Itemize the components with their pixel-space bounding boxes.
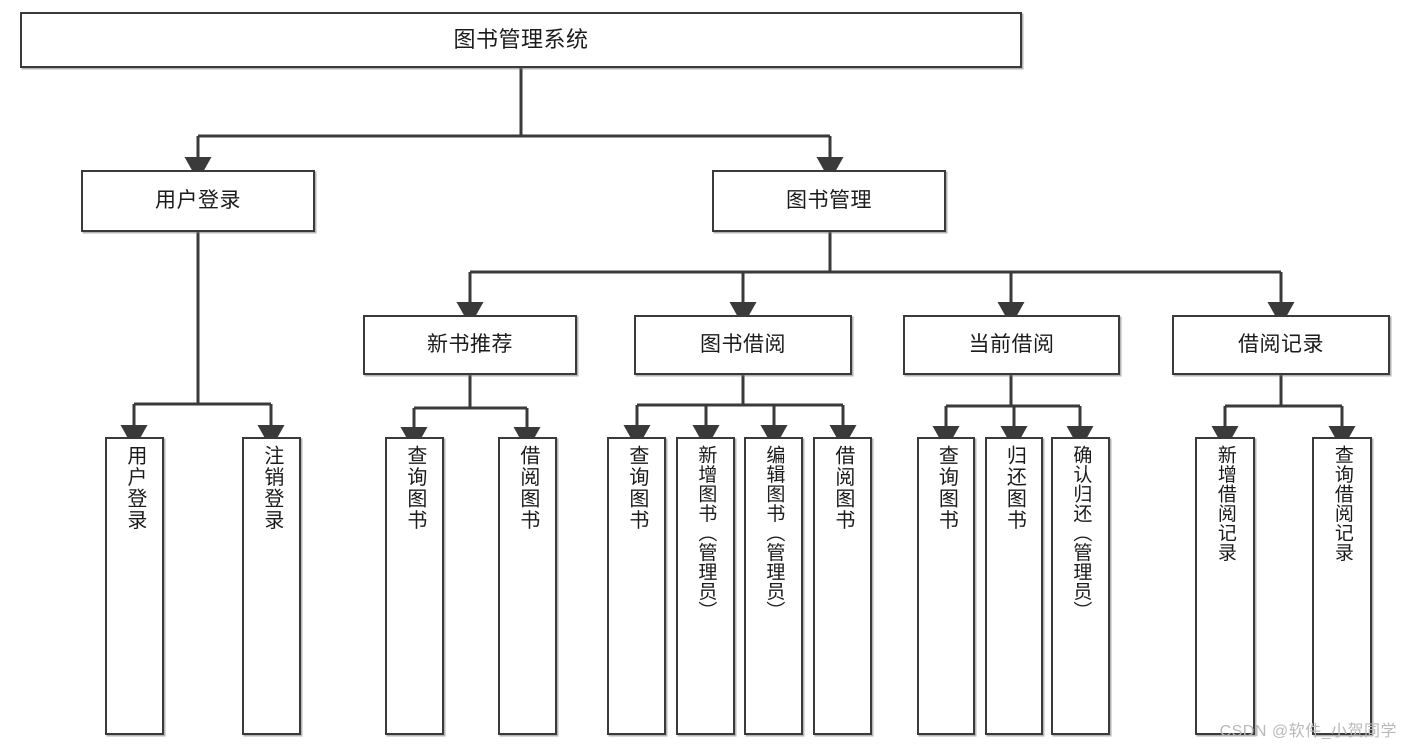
connector-group-new-book-rec bbox=[400, 375, 541, 451]
connector-group-root bbox=[184, 68, 844, 181]
node-current-borrowing-label: 当前借阅 bbox=[968, 333, 1055, 357]
leaf-user-logout[interactable]: 注销登录 bbox=[242, 437, 301, 735]
node-book-borrowing-label: 图书借阅 bbox=[700, 333, 786, 357]
node-current-borrowing[interactable]: 当前借阅 bbox=[903, 315, 1120, 375]
leaf-return-book[interactable]: 归还图书 bbox=[985, 437, 1043, 735]
leaf-query-borrow-record[interactable]: 查询借阅记录 bbox=[1312, 437, 1372, 735]
connector-group-borrow-record bbox=[1211, 375, 1356, 450]
csdn-watermark: CSDN @软件_小贺同学 bbox=[1219, 723, 1397, 740]
leaf-borrow-book-recommendation[interactable]: 借阅图书 bbox=[498, 437, 557, 735]
leaf-edit-book-admin-label: 编辑图书（管理员） bbox=[763, 445, 785, 621]
leaf-add-borrow-record-label: 新增借阅记录 bbox=[1214, 445, 1236, 562]
connector-group-user-login bbox=[120, 232, 285, 449]
leaf-query-book-current-label: 查询图书 bbox=[935, 445, 958, 531]
leaf-return-book-label: 归还图书 bbox=[1003, 445, 1026, 531]
node-user-login-label: 用户登录 bbox=[155, 189, 241, 213]
leaf-borrow-book-recommendation-label: 借阅图书 bbox=[516, 445, 539, 531]
node-root-book-management-system[interactable]: 图书管理系统 bbox=[20, 12, 1022, 68]
node-book-borrowing[interactable]: 图书借阅 bbox=[634, 315, 852, 375]
leaf-query-book-recommendation[interactable]: 查询图书 bbox=[385, 437, 444, 735]
node-borrowing-record-label: 借阅记录 bbox=[1238, 333, 1324, 357]
connector-group-book-borrow bbox=[623, 375, 857, 449]
leaf-confirm-return-admin-label: 确认归还（管理员） bbox=[1070, 445, 1092, 621]
leaf-query-book-borrowing-label: 查询图书 bbox=[625, 445, 648, 531]
leaf-user-login-label: 用户登录 bbox=[123, 445, 146, 531]
leaf-confirm-return-admin[interactable]: 确认归还（管理员） bbox=[1051, 437, 1110, 735]
leaf-user-login[interactable]: 用户登录 bbox=[105, 437, 164, 735]
leaf-user-logout-label: 注销登录 bbox=[260, 445, 283, 531]
leaf-query-book-borrowing[interactable]: 查询图书 bbox=[607, 437, 666, 735]
leaf-edit-book-admin[interactable]: 编辑图书（管理员） bbox=[744, 437, 803, 735]
connector-group-book-manage bbox=[456, 232, 1295, 326]
connector-group-current-borrow bbox=[932, 375, 1094, 450]
leaf-query-book-current[interactable]: 查询图书 bbox=[917, 437, 975, 735]
leaf-add-book-admin-label: 新增图书（管理员） bbox=[695, 445, 717, 621]
leaf-query-book-recommendation-label: 查询图书 bbox=[403, 445, 426, 531]
node-new-book-recommendation-label: 新书推荐 bbox=[427, 333, 513, 357]
leaf-add-borrow-record[interactable]: 新增借阅记录 bbox=[1195, 437, 1255, 735]
node-new-book-recommendation[interactable]: 新书推荐 bbox=[363, 315, 577, 375]
leaf-borrow-book-borrowing-label: 借阅图书 bbox=[831, 445, 854, 531]
node-book-management[interactable]: 图书管理 bbox=[712, 170, 946, 232]
node-user-login[interactable]: 用户登录 bbox=[81, 170, 315, 232]
node-borrowing-record[interactable]: 借阅记录 bbox=[1172, 315, 1390, 375]
leaf-query-borrow-record-label: 查询借阅记录 bbox=[1331, 445, 1353, 562]
node-book-management-label: 图书管理 bbox=[786, 189, 872, 213]
leaf-borrow-book-borrowing[interactable]: 借阅图书 bbox=[813, 437, 872, 735]
node-root-label: 图书管理系统 bbox=[453, 26, 589, 52]
leaf-add-book-admin[interactable]: 新增图书（管理员） bbox=[676, 437, 735, 735]
